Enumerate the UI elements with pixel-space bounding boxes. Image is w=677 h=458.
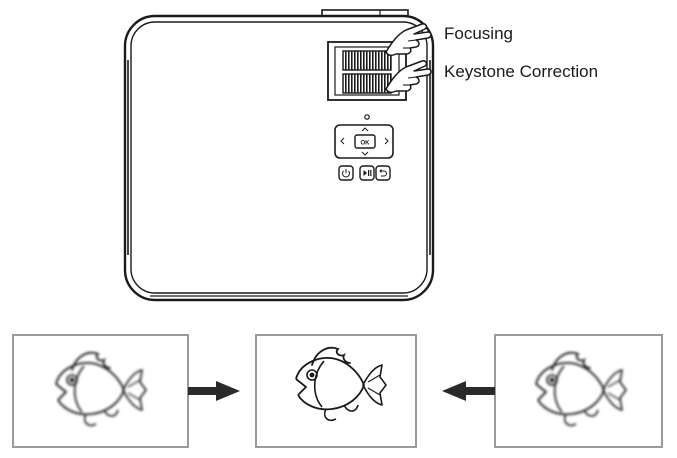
lens-wheel-housing: [327, 41, 407, 101]
ok-button-label: OK: [361, 141, 371, 147]
arrow-left-icon: [442, 381, 495, 401]
power-led: [364, 114, 370, 120]
left-arrow-icon[interactable]: [340, 137, 345, 145]
up-arrow-icon[interactable]: [361, 127, 369, 132]
arrow-right-icon: [188, 381, 240, 401]
back-icon: [380, 170, 387, 177]
panel-blurred-left: [12, 334, 189, 448]
back-button[interactable]: [375, 165, 391, 181]
keystone-wheel[interactable]: [342, 73, 392, 94]
keystone-correction-label: Keystone Correction: [444, 62, 599, 81]
right-arrow-icon[interactable]: [384, 137, 389, 145]
power-icon: [342, 170, 350, 178]
projector-case-inner: [130, 21, 428, 294]
panel-blurred-right: [494, 334, 663, 448]
focus-wheel[interactable]: [342, 50, 392, 71]
control-keypad: OK: [334, 114, 394, 181]
down-arrow-icon[interactable]: [361, 151, 369, 156]
panel-sharp-center: [255, 334, 417, 448]
play-pause-icon: [363, 170, 367, 176]
focusing-label: Focusing: [444, 24, 513, 43]
ok-button[interactable]: [354, 134, 376, 149]
